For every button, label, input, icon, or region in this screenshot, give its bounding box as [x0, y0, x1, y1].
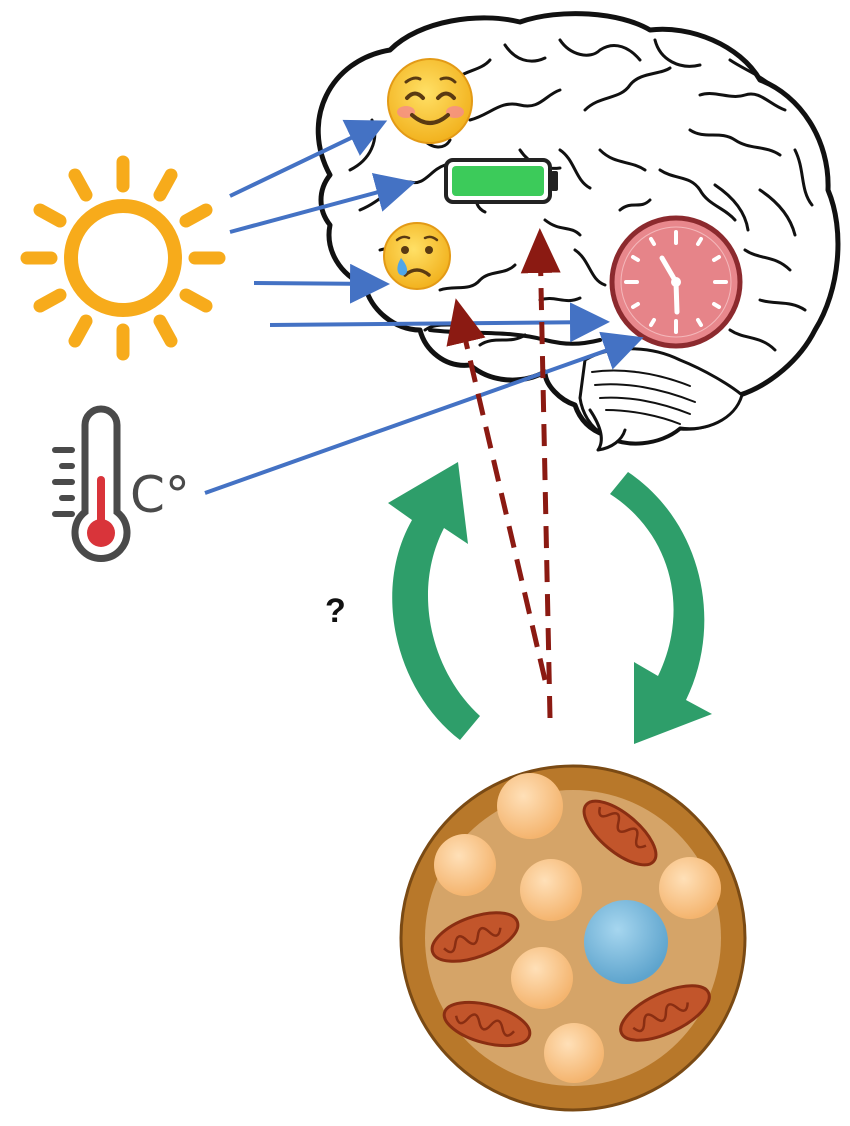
sun-icon — [20, 155, 226, 361]
cycle-arrow-down — [610, 472, 712, 744]
temperature-unit-label: C° — [130, 466, 190, 524]
vesicle-group — [434, 773, 721, 1083]
cell-to-sadness-dashed-arrow — [446, 298, 548, 681]
cycle-arrows — [388, 462, 712, 744]
happy-face-icon — [387, 58, 473, 144]
sun-to-clock-arrow — [269, 302, 610, 343]
battery-icon — [444, 158, 558, 204]
temperature-to-clock-arrow — [204, 331, 644, 495]
input-arrows — [204, 119, 644, 495]
cell-icon — [399, 764, 747, 1112]
nucleus-icon — [584, 900, 668, 984]
thermometer-icon — [52, 405, 131, 562]
mitochondria-group — [430, 799, 711, 1048]
sun-to-energy-arrow — [229, 173, 416, 234]
sun-to-mood-arrow — [229, 119, 388, 198]
cell-to-energy-dashed-arrow — [520, 228, 561, 719]
question-mark-label: ? — [325, 592, 346, 630]
cycle-arrow-up — [388, 462, 480, 740]
sun-to-sadness-arrow — [253, 263, 390, 304]
clock-icon — [609, 215, 743, 349]
cell-signal-arrows — [446, 228, 561, 719]
sad-face-icon — [383, 222, 451, 290]
